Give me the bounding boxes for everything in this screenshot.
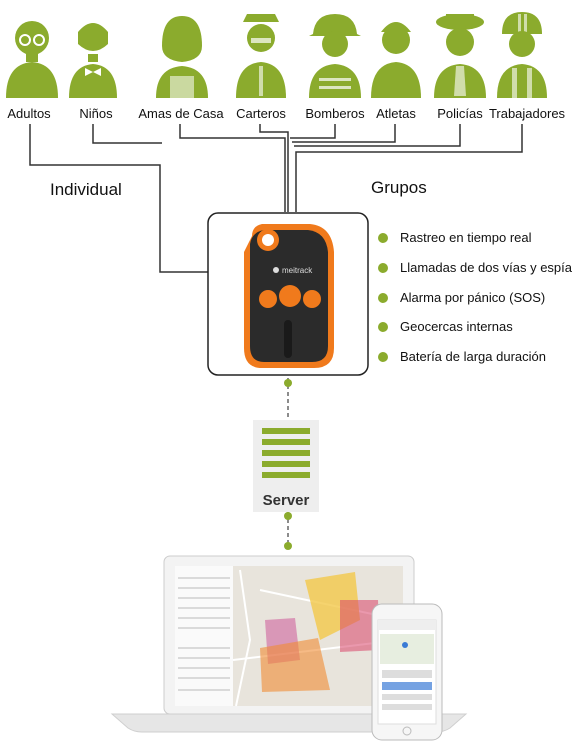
bullet-icon [378,321,388,332]
feature-item: Alarma por pánico (SOS) [378,290,545,305]
child-icon [69,23,117,98]
person-label-adultos: Adultos [7,106,51,121]
server-icon [253,420,319,512]
device-server-link [284,378,292,420]
feature-item: Llamadas de dos vías y espía [378,260,572,275]
person-label-carteros: Carteros [236,106,286,121]
phone-image [371,603,443,741]
adult-icon [6,21,58,98]
person-label-policias: Policías [437,106,483,121]
bullet-icon [378,262,388,273]
server-label: Server [262,492,310,509]
individual-label: Individual [50,180,122,199]
people-icons [6,12,547,98]
feature-item: Rastreo en tiempo real [378,230,532,245]
person-label-atletas: Atletas [376,106,416,121]
device-brand: meitrack [282,266,313,275]
postman-icon [236,14,286,98]
feature-item: Geocercas internas [378,319,513,334]
server-laptop-link [284,512,292,550]
bullet-icon [378,232,388,243]
firefighter-icon [309,14,361,98]
person-label-bomberos: Bomberos [305,106,365,121]
group-connectors [179,124,523,212]
person-label-ninos: Niños [79,106,113,121]
worker-icon [497,12,547,98]
police-icon [434,14,486,98]
individual-connectors [29,124,208,273]
athlete-icon [371,22,421,98]
person-label-trabajadores: Trabajadores [488,106,566,121]
person-label-amas-de-casa: Amas de Casa [138,106,224,121]
bullet-icon [378,351,388,362]
laptop-image [110,555,468,733]
tracker-device-image [244,224,334,368]
housewife-icon [156,16,208,98]
feature-item: Batería de larga duración [378,349,546,364]
groups-label: Grupos [371,178,427,197]
bullet-icon [378,292,388,303]
